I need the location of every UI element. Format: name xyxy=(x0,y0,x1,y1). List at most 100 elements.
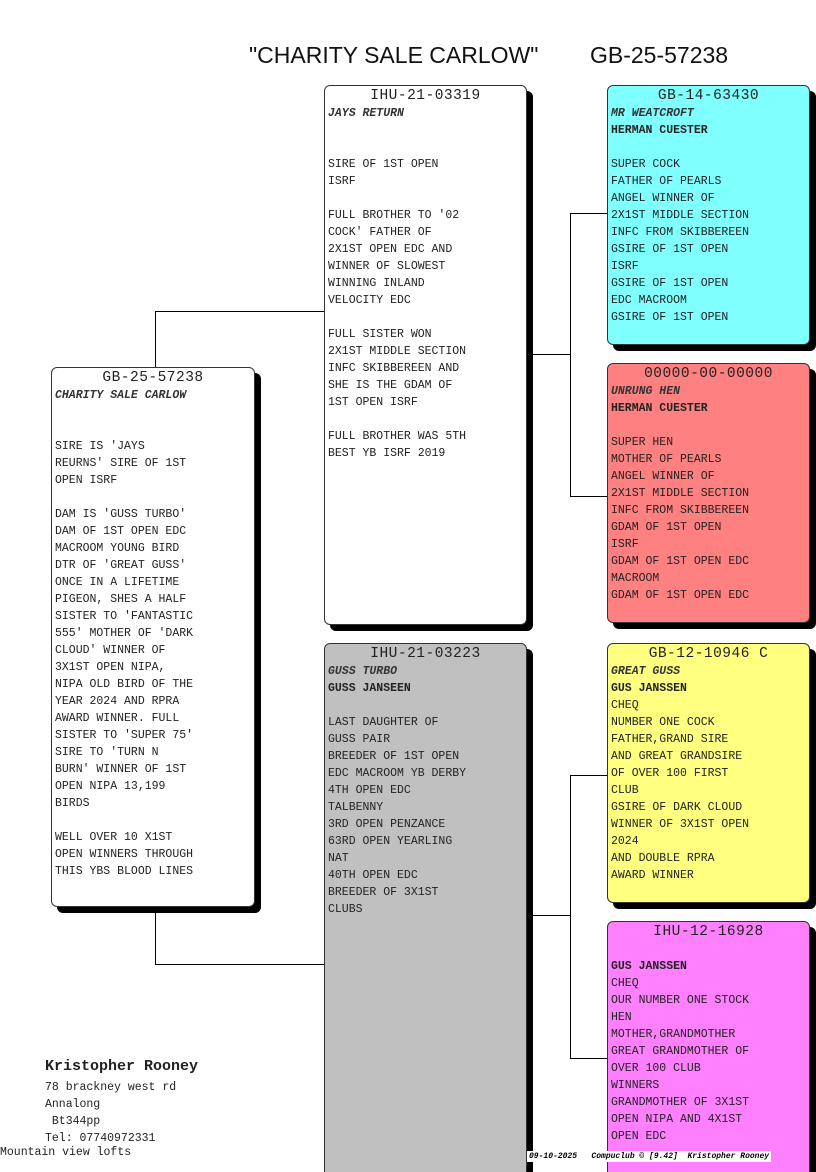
description-line: GSIRE OF 1ST OPEN xyxy=(611,277,729,290)
breeder-info: Kristopher Rooney 78 brackney west rd An… xyxy=(45,1058,198,1147)
description-line: BREEDER OF 1ST OPEN xyxy=(328,750,460,763)
connector xyxy=(570,1058,607,1059)
description-line: GREAT GRANDMOTHER OF xyxy=(611,1045,750,1058)
pigeon-owner: HERMAN CUESTER xyxy=(611,124,708,137)
description-line: WINNING INLAND xyxy=(328,277,425,290)
footer-user: Kristopher Rooney xyxy=(687,1152,770,1161)
description-line: AND GREAT GRANDSIRE xyxy=(611,750,743,763)
footer-software: Compuclub © [9.42] xyxy=(591,1152,678,1161)
description-line: WINNERS xyxy=(611,1079,660,1092)
description-line: WINNER OF SLOWEST xyxy=(328,260,446,273)
pigeon-name: CHARITY SALE CARLOW xyxy=(55,389,187,402)
description-line: 2X1ST OPEN EDC AND xyxy=(328,243,453,256)
description-line: OVER 100 CLUB xyxy=(611,1062,701,1075)
description-line: FATHER OF PEARLS xyxy=(611,175,722,188)
description-line: BREEDER OF 3X1ST xyxy=(328,886,439,899)
description-line: OPEN ISRF xyxy=(55,474,118,487)
description-line xyxy=(328,697,523,714)
description-line: CHEQ xyxy=(611,699,639,712)
description-line: ISRF xyxy=(611,260,639,273)
pigeon-name: GUSS TURBO xyxy=(328,665,398,678)
loft-name: Mountain view lofts xyxy=(0,1146,132,1159)
description-line: AWARD WINNER. FULL xyxy=(55,712,180,725)
description-line: SISTER TO 'FANTASTIC xyxy=(55,610,194,623)
connector xyxy=(570,775,607,776)
description-line xyxy=(55,812,251,829)
description-line xyxy=(328,190,523,207)
description-line: 3X1ST OPEN NIPA, xyxy=(55,661,166,674)
description-line xyxy=(611,417,806,434)
description-line: SUPER COCK xyxy=(611,158,681,171)
description-line: VELOCITY EDC xyxy=(328,294,411,307)
description-line: GSIRE OF 1ST OPEN xyxy=(611,243,729,256)
description-line: TALBENNY xyxy=(328,801,384,814)
description-line: SHE IS THE GDAM OF xyxy=(328,379,453,392)
connector xyxy=(570,213,607,214)
description-line: CLUBS xyxy=(328,903,363,916)
description-line: SIRE OF 1ST OPEN xyxy=(328,158,439,171)
description-line: DAM IS 'GUSS TURBO' xyxy=(55,508,187,521)
connector xyxy=(533,915,570,916)
connector xyxy=(155,311,156,367)
description-line: OPEN WINNERS THROUGH xyxy=(55,848,194,861)
connector xyxy=(155,907,156,964)
description-line: MACROOM xyxy=(611,572,660,585)
description-line: EDC MACROOM YB DERBY xyxy=(328,767,467,780)
description-line xyxy=(55,489,251,506)
connector xyxy=(533,354,570,355)
description-line: 2024 xyxy=(611,835,639,848)
description-line: MACROOM YOUNG BIRD xyxy=(55,542,180,555)
description-line: GDAM OF 1ST OPEN EDC xyxy=(611,589,750,602)
description-line: REURNS' SIRE OF 1ST xyxy=(55,457,187,470)
description-line: ANGEL WINNER OF xyxy=(611,470,715,483)
pigeon-ring-title: GB-25-57238 xyxy=(590,42,729,68)
description-line xyxy=(328,139,523,156)
pigeon-name: GREAT GUSS xyxy=(611,665,681,678)
breeder-address-line: 78 brackney west rd xyxy=(45,1081,177,1094)
description-line: SIRE IS 'JAYS xyxy=(55,440,145,453)
description-line xyxy=(55,421,251,438)
description-line: FULL SISTER WON xyxy=(328,328,432,341)
description-line: BURN' WINNER OF 1ST xyxy=(55,763,187,776)
pigeon-owner: GUS JANSSEN xyxy=(611,960,687,973)
footer-stamp: 09-10-2025 Compuclub © [9.42] Kristopher… xyxy=(527,1151,772,1162)
description-line: GSIRE OF DARK CLOUD xyxy=(611,801,743,814)
pigeon-owner: HERMAN CUESTER xyxy=(611,402,708,415)
ring-number: GB-14-63430 xyxy=(657,88,760,104)
connector xyxy=(570,496,607,497)
description-line: HEN xyxy=(611,1011,632,1024)
description-line: NAT xyxy=(328,852,349,865)
description-line: FULL BROTHER WAS 5TH xyxy=(328,430,467,443)
description-line: INFC SKIBBEREEN AND xyxy=(328,362,460,375)
description-line: INFC FROM SKIBBEREEN xyxy=(611,504,750,517)
description-line: MOTHER OF PEARLS xyxy=(611,453,722,466)
description-line: GSIRE OF 1ST OPEN xyxy=(611,311,729,324)
description-line xyxy=(328,122,523,139)
ring-number: 00000-00-00000 xyxy=(644,366,773,382)
description-line: SUPER HEN xyxy=(611,436,674,449)
description-line: GDAM OF 1ST OPEN EDC xyxy=(611,555,750,568)
description-line: WELL OVER 10 X1ST xyxy=(55,831,173,844)
description-line: DAM OF 1ST OPEN EDC xyxy=(55,525,187,538)
pigeon-name xyxy=(611,941,806,958)
breeder-phone: Tel: 07740972331 xyxy=(45,1132,156,1145)
breeder-address-line: Annalong xyxy=(45,1098,101,1111)
description-line: 63RD OPEN YEARLING xyxy=(328,835,453,848)
description-line xyxy=(611,139,806,156)
ring-number: IHU-21-03319 xyxy=(370,88,481,104)
description-line: GDAM OF 1ST OPEN xyxy=(611,521,722,534)
description-line: LAST DAUGHTER OF xyxy=(328,716,439,729)
description-line: 1ST OPEN ISRF xyxy=(328,396,418,409)
description-line: 2X1ST MIDDLE SECTION xyxy=(328,345,467,358)
description-line: 2X1ST MIDDLE SECTION xyxy=(611,209,750,222)
description-line xyxy=(328,411,523,428)
description-line: BEST YB ISRF 2019 xyxy=(328,447,446,460)
description-line: 555' MOTHER OF 'DARK xyxy=(55,627,194,640)
